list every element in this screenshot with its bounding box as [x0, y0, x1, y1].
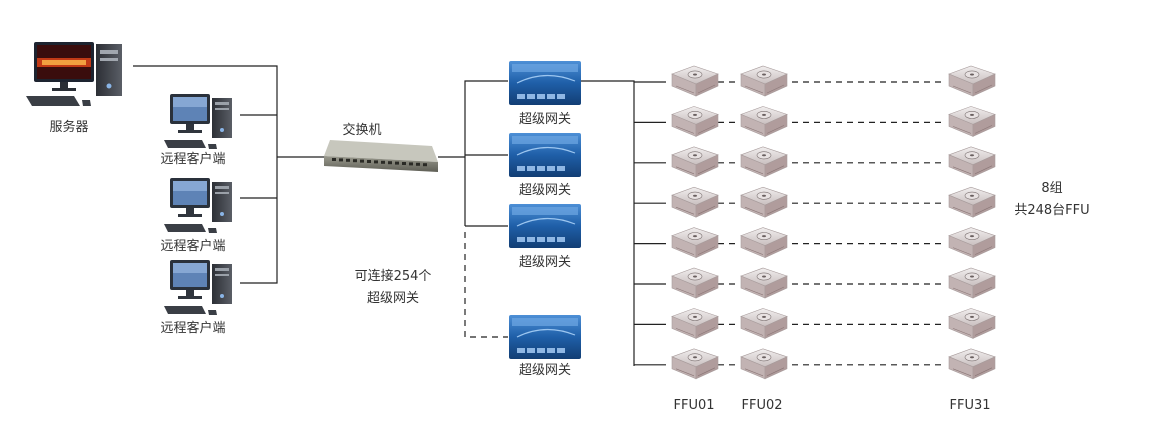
gateway-4: 超级网关 — [509, 315, 581, 378]
ffu-column-label: FFU02 — [741, 398, 782, 413]
ffu-unit-icon — [948, 227, 996, 259]
desktop-computer-icon — [164, 260, 232, 315]
client-label: 远程客户端 — [160, 151, 225, 167]
client-label: 远程客户端 — [160, 238, 225, 254]
ffu-unit-icon — [740, 227, 788, 259]
ffu-row — [634, 307, 996, 339]
gateway-2: 超级网关 — [509, 133, 581, 198]
ffu-row — [634, 348, 996, 380]
client-label: 远程客户端 — [160, 320, 225, 336]
ffu-unit-icon — [740, 105, 788, 137]
ffu-unit-icon — [671, 65, 719, 97]
ffu-row — [634, 267, 996, 299]
ffu-unit-icon — [948, 267, 996, 299]
gateway-device-icon — [509, 204, 581, 248]
gateway-label: 超级网关 — [519, 255, 571, 270]
ffu-unit-icon — [948, 65, 996, 97]
ffu-unit-icon — [740, 307, 788, 339]
gateway-label: 超级网关 — [519, 183, 571, 198]
client-3: 远程客户端 — [160, 260, 232, 336]
ffu-unit-icon — [671, 227, 719, 259]
gateway-device-icon — [509, 133, 581, 177]
ffu-column-label: FFU01 — [673, 398, 714, 413]
ffu-unit-icon — [740, 146, 788, 178]
ffu-row — [634, 146, 996, 178]
ffu-unit-icon — [948, 348, 996, 380]
ffu-unit-icon — [671, 186, 719, 218]
gateway-capacity-note-line2: 超级网关 — [367, 291, 419, 306]
ffu-unit-icon — [671, 348, 719, 380]
ffu-unit-icon — [671, 105, 719, 137]
ffu-unit-icon — [671, 146, 719, 178]
gateway-label: 超级网关 — [519, 112, 571, 127]
server-label: 服务器 — [49, 119, 88, 135]
network-switch-icon — [324, 140, 438, 172]
ffu-row — [634, 65, 996, 97]
gateway-capacity-note-line1: 可连接254个 — [355, 268, 432, 284]
ffu-row — [634, 105, 996, 137]
ffu-column-label: FFU31 — [949, 398, 990, 413]
group-note-line2: 共248台FFU — [1014, 203, 1089, 218]
ffu-unit-icon — [740, 348, 788, 380]
ffu-unit-icon — [740, 267, 788, 299]
gateway-1: 超级网关 — [509, 61, 581, 127]
ffu-row — [634, 227, 996, 259]
ffu-row — [634, 186, 996, 218]
switch-label: 交换机 — [342, 122, 381, 138]
ffu-grid — [634, 65, 996, 380]
ffu-unit-icon — [740, 65, 788, 97]
server-workstation-icon — [26, 42, 122, 106]
desktop-computer-icon — [164, 178, 232, 233]
gateway-device-icon — [509, 315, 581, 359]
ffu-unit-icon — [948, 307, 996, 339]
gateway-wiring — [438, 80, 508, 338]
group-note-line1: 8组 — [1041, 181, 1062, 196]
left-wiring — [133, 65, 327, 284]
ffu-bus-line — [581, 80, 635, 366]
ffu-unit-icon — [740, 186, 788, 218]
ffu-unit-icon — [671, 267, 719, 299]
gateway-3: 超级网关 — [509, 204, 581, 270]
gateway-label: 超级网关 — [519, 363, 571, 378]
desktop-computer-icon — [164, 94, 232, 149]
ffu-unit-icon — [948, 105, 996, 137]
ffu-unit-icon — [671, 307, 719, 339]
gateway-device-icon — [509, 61, 581, 105]
ffu-unit-icon — [948, 146, 996, 178]
client-2: 远程客户端 — [160, 178, 232, 254]
ffu-unit-icon — [948, 186, 996, 218]
client-1: 远程客户端 — [160, 94, 232, 167]
